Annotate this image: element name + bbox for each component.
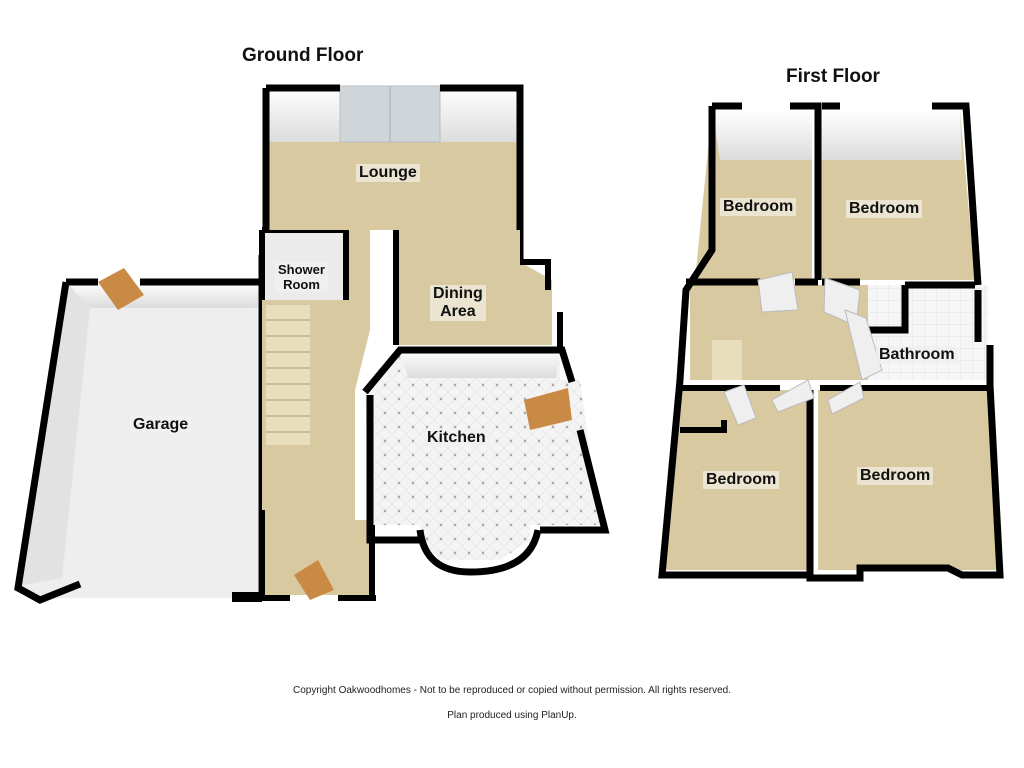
shower-label-line-2: Room [283, 277, 320, 292]
room-label-bedroom-bottom-right: Bedroom [857, 467, 934, 485]
first-floor-title: First Floor [786, 66, 880, 87]
copyright-notice: Copyright Oakwoodhomes - Not to be repro… [293, 685, 731, 696]
room-label-dining-area: Dining Area [430, 285, 486, 321]
staircase [266, 305, 310, 445]
room-label-lounge: Lounge [356, 164, 420, 182]
garage-door [98, 268, 144, 310]
dining-label-line-1: Dining [433, 285, 483, 302]
room-label-bedroom-bottom-left: Bedroom [703, 471, 780, 489]
first-floor-outline [658, 102, 1004, 582]
dining-label-line-2: Area [440, 303, 476, 320]
first-floor-stairs [712, 340, 742, 380]
front-door [294, 560, 334, 600]
kitchen-door [524, 388, 572, 430]
ground-floor-title: Ground Floor [242, 45, 364, 66]
lounge-room [262, 84, 524, 262]
shower-label-line-1: Shower [278, 262, 325, 277]
room-label-shower-room: Shower Room [275, 262, 328, 292]
room-label-kitchen: Kitchen [424, 429, 489, 447]
garage-room [14, 255, 266, 604]
room-label-bedroom-top-left: Bedroom [720, 198, 797, 216]
room-label-bedroom-top-right: Bedroom [846, 200, 923, 218]
room-label-garage: Garage [130, 416, 192, 434]
hallway [259, 230, 376, 601]
room-label-bathroom: Bathroom [876, 346, 958, 364]
produced-by-note: Plan produced using PlanUp. [447, 710, 577, 721]
kitchen-room [362, 346, 610, 576]
